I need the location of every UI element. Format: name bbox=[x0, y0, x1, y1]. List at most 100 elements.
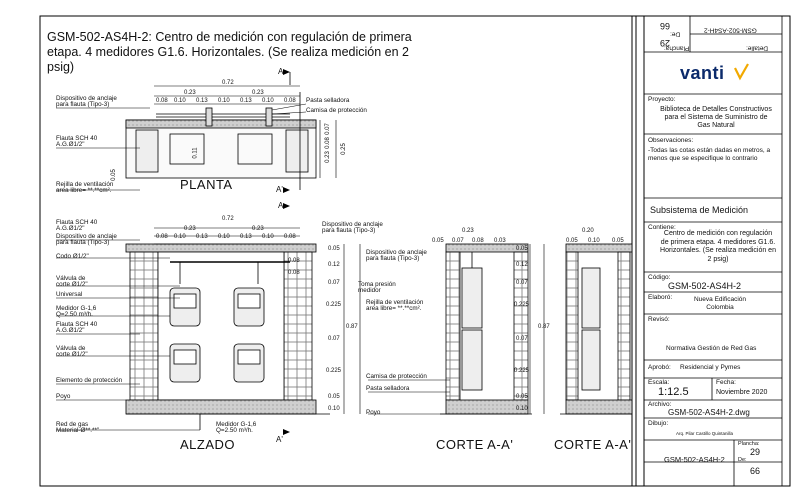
section-arrow-a bbox=[283, 69, 290, 75]
label-medidor: Medidor G-1,6 Q=2.50 m³/h. bbox=[56, 305, 97, 319]
dim-elev-small-1: 0.08 bbox=[288, 270, 300, 276]
dimension-lines bbox=[154, 85, 545, 414]
label-valvula: Válvula de corte Ø1/2" bbox=[56, 275, 88, 289]
label-pasta-2: Pasta selladora bbox=[366, 385, 410, 392]
dim-plan-total: 0.72 bbox=[222, 80, 234, 86]
dim-elev-row-6: 0.08 bbox=[284, 234, 296, 240]
label-elemento: Elemento de protección bbox=[56, 377, 123, 384]
label-flauta: Flauta SCH 40 A.G.Ø1/2" bbox=[56, 135, 98, 149]
dim-plan-row-6: 0.08 bbox=[284, 98, 296, 104]
section-arrow-a-elev bbox=[283, 203, 290, 209]
tb-dibujo: Arq. Pilar Castillo Quintanilla bbox=[676, 431, 734, 436]
view-label-planta: PLANTA bbox=[180, 177, 233, 192]
dim-c1-right-4: 0.07 bbox=[516, 336, 528, 342]
dim-elev-small-0: 0.08 bbox=[288, 258, 300, 264]
tb-de: 66 bbox=[660, 21, 671, 31]
dim-c1-total: 0.87 bbox=[538, 324, 550, 330]
plan-view bbox=[125, 72, 317, 190]
dim-elev-half-1: 0.23 bbox=[184, 226, 196, 232]
tb-codigo: GSM-502-AS4H-2 bbox=[668, 281, 742, 291]
dim-c1-right-0: 0.05 bbox=[516, 246, 528, 252]
dim-c1-top-2: 0.07 bbox=[452, 238, 464, 244]
tb-plancha2: 29 bbox=[750, 447, 761, 457]
dim-elev-total: 0.72 bbox=[222, 216, 234, 222]
tb-obs: -Todas las cotas están dadas en metros, … bbox=[648, 147, 771, 162]
view-label-corte-1: CORTE A-A' bbox=[436, 437, 514, 452]
tb-proyecto-label: Proyecto: bbox=[648, 96, 676, 103]
label-toma: Toma presión medidor bbox=[358, 281, 396, 295]
label-camisa: Camisa de protección bbox=[306, 107, 367, 114]
section-view-1 bbox=[440, 243, 532, 415]
section-view-2 bbox=[560, 243, 633, 415]
tb-elaboro: Nueva Edificación Colombia bbox=[693, 296, 747, 311]
tb-bottom-code: GSM-502-AS4H-2 bbox=[664, 455, 725, 464]
dim-elev-right-5: 0.225 bbox=[326, 368, 342, 374]
dim-plan-right-2: 0.23 bbox=[324, 151, 331, 163]
tb-reviso-label: Revisó: bbox=[648, 316, 670, 323]
section-mark-a-prime-1: A' bbox=[276, 185, 283, 194]
dim-plan-row-0: 0.08 bbox=[156, 98, 168, 104]
dim-elev-row-0: 0.08 bbox=[156, 234, 168, 240]
leader-lines bbox=[56, 103, 450, 431]
drawing-title: GSM-502-AS4H-2: Centro de medición con r… bbox=[47, 30, 412, 74]
section-mark-a-prime-2: A' bbox=[276, 435, 283, 444]
label-flauta-elev: Flauta SCH 40 A.G.Ø1/2" bbox=[56, 219, 98, 233]
dim-elev-row-1: 0.10 bbox=[174, 234, 186, 240]
dim-elev-row-2: 0.13 bbox=[196, 234, 208, 240]
dim-c2-top-2: 0.10 bbox=[588, 238, 600, 244]
dim-plan-right-0: 0.07 bbox=[324, 123, 331, 135]
dim-plan-half-2: 0.23 bbox=[252, 90, 264, 96]
dim-c2-top-0: 0.20 bbox=[582, 228, 594, 234]
tb-detalle-label: Detalle: bbox=[746, 44, 769, 52]
dim-elev-right-6: 0.05 bbox=[328, 394, 340, 400]
label-codo: Codo Ø1/2" bbox=[56, 253, 89, 260]
dim-plan-right-1: 0.08 bbox=[324, 137, 331, 149]
tb-proyecto: Biblioteca de Detalles Constructivos par… bbox=[660, 106, 772, 129]
dim-elev-row-4: 0.13 bbox=[240, 234, 252, 240]
dim-elev-right-1: 0.12 bbox=[328, 262, 340, 268]
label-poyo: Poyo bbox=[56, 393, 71, 400]
tb-contiene: Centro de medición con regulación de pri… bbox=[660, 230, 776, 263]
dim-plan-left-0: 0.05 bbox=[110, 169, 117, 181]
section-arrow-a-prime-elev bbox=[283, 429, 290, 435]
dim-c1-right-5: 0.225 bbox=[514, 368, 530, 374]
dim-elev-row-5: 0.10 bbox=[262, 234, 274, 240]
label-red: Red de gas Material-Ø**.**" bbox=[56, 421, 100, 435]
tb-dibujo-label: Dibujo: bbox=[648, 420, 669, 427]
dim-c2-top-1: 0.05 bbox=[566, 238, 578, 244]
title-block-grid bbox=[643, 16, 783, 486]
tb-detalle: GSM-502-AS4H-2 bbox=[704, 26, 757, 34]
label-anclaje-2: Dispositivo de anclaje para flauta (Tipo… bbox=[322, 221, 383, 235]
label-pasta: Pasta selladora bbox=[306, 97, 350, 104]
tb-elaboro-label: Elaboró: bbox=[648, 294, 673, 301]
dim-c1-right-1: 0.12 bbox=[516, 262, 528, 268]
tb-de2-label: De: bbox=[738, 457, 747, 463]
dim-c1-right-2: 0.07 bbox=[516, 280, 528, 286]
tb-escala: 1:12.5 bbox=[658, 386, 689, 398]
elevation-view bbox=[125, 243, 330, 430]
dim-plan-row-5: 0.10 bbox=[262, 98, 274, 104]
tb-codigo-label: Código: bbox=[648, 274, 671, 281]
view-label-alzado: ALZADO bbox=[180, 437, 236, 452]
label-medidor-bottom: Medidor G-1,6 Q=2.50 m³/h. bbox=[216, 421, 257, 435]
dim-c1-top-4: 0.03 bbox=[494, 238, 506, 244]
tb-archivo-label: Archivo: bbox=[648, 401, 672, 408]
label-flauta-elev-2: Flauta SCH 40 A.G.Ø1/2" bbox=[56, 321, 98, 335]
dim-plan-row-4: 0.13 bbox=[240, 98, 252, 104]
dim-c1-top-1: 0.05 bbox=[432, 238, 444, 244]
dim-plan-row-3: 0.10 bbox=[218, 98, 230, 104]
tb-plancha: 29 bbox=[660, 38, 671, 48]
label-anclaje: Dispositivo de anclaje para flauta (Tipo… bbox=[56, 95, 117, 109]
label-anclaje-3: Dispositivo de anclaje para flauta (Tipo… bbox=[366, 249, 427, 263]
tb-archivo: GSM-502-AS4H-2.dwg bbox=[668, 408, 750, 417]
tb-obs-label: Observaciones: bbox=[648, 137, 694, 144]
label-universal: Universal bbox=[56, 291, 83, 298]
label-camisa-2: Camisa de protección bbox=[366, 373, 427, 380]
tb-plancha2-label: Plancha: bbox=[738, 441, 760, 447]
tb-subsistema: Subsistema de Medición bbox=[650, 205, 749, 215]
label-poyo-2: Poyo bbox=[366, 409, 381, 416]
dim-plan-left-1: 0.11 bbox=[192, 147, 199, 159]
dim-c1-right-7: 0.10 bbox=[516, 406, 528, 412]
dim-c1-top-0: 0.23 bbox=[462, 228, 474, 234]
